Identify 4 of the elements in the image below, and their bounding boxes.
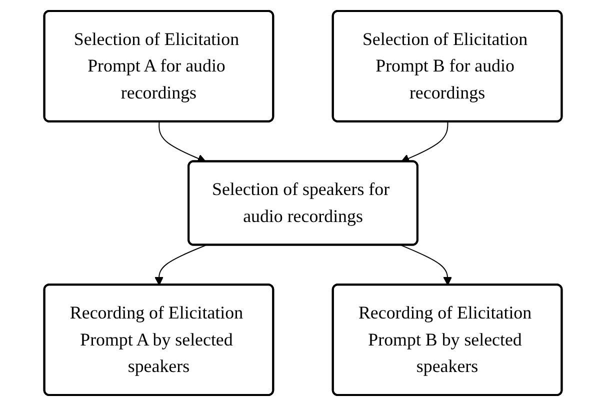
arrow [400, 120, 448, 162]
arrow [158, 120, 206, 162]
arrow [154, 244, 206, 285]
arrow [400, 244, 452, 285]
